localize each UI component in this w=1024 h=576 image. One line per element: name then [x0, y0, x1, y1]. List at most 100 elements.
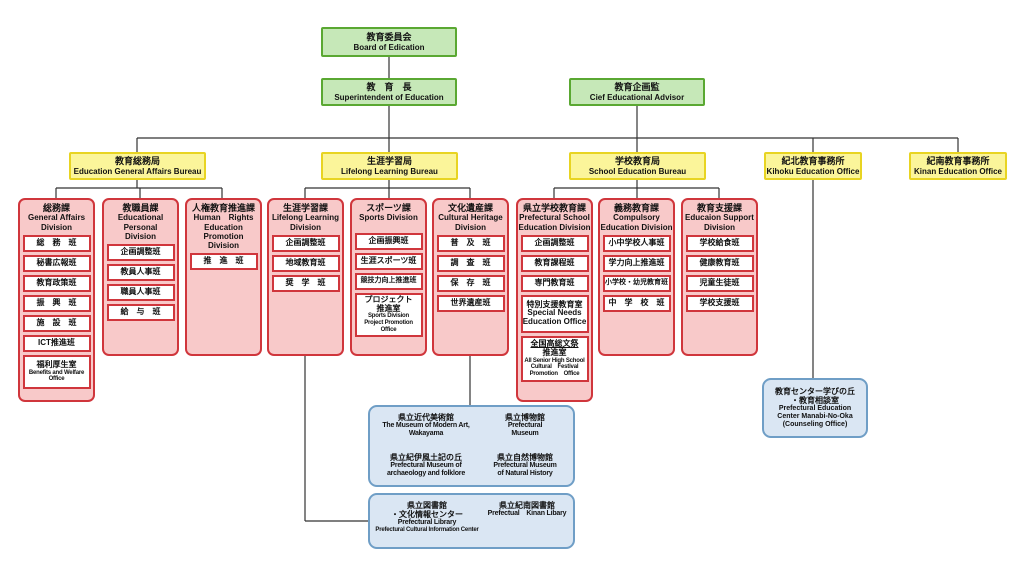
compulsory-education-division-box: 義務教育課 Compulsory Education Division 小中学校…	[598, 198, 675, 356]
kii-fudoki-museum: 県立紀伊風土記の丘 Prefectural Museum of archaeol…	[374, 453, 478, 478]
office-jp-label: 推進室	[376, 303, 401, 313]
prefectural-library: 県立図書館 ・文化情報センター Prefectural Library Pref…	[374, 501, 480, 534]
section-box: 企画振興班	[354, 232, 423, 250]
division-jp-label: 教職員課	[122, 203, 159, 213]
section-box: 給 与 班	[106, 303, 175, 321]
office-en-label: All Senior High School	[524, 357, 585, 364]
board-of-education-box: 教育委員会 Board of Edication	[321, 27, 457, 57]
section-box: 企画調整班	[520, 234, 589, 252]
center-jp-label: 教育センター学びの丘	[775, 386, 855, 396]
division-en-label: Division	[124, 231, 157, 241]
office-jp-label: 全国高総文祭	[530, 339, 579, 349]
office-en-label: Sports Division	[367, 313, 409, 320]
advisor-en-label: Cief Educational Advisor	[589, 92, 685, 102]
office-en-label: Office	[48, 376, 65, 383]
museum-en-label: The Museum of Modern Art,	[382, 422, 470, 430]
section-box: 小中学校人事班	[602, 234, 671, 252]
museum-jp-label: 県立近代美術館	[398, 413, 454, 422]
bureau-jp-label: 紀北教育事務所	[781, 156, 845, 167]
education-center-box: 教育センター学びの丘 ・教育相談室 Prefectural Education …	[762, 378, 868, 438]
museum-en-label: Museum	[511, 430, 539, 438]
cultural-heritage-division-box: 文化遺産課 Cultural Heritage Division 普 及 班 調…	[432, 198, 509, 356]
section-box: 秘書広報班	[22, 254, 91, 272]
advisor-jp-label: 教育企画監	[614, 82, 660, 93]
section-box: 企画調整班	[271, 234, 340, 252]
section-box: 職員人事班	[106, 283, 175, 301]
section-box: 学校給食班	[685, 234, 754, 252]
section-box: 企画調整班	[106, 243, 175, 261]
section-box: 世界遺産班	[436, 294, 505, 312]
section-box: 競技力向上推進班	[354, 272, 423, 290]
division-jp-label: 生涯学習課	[282, 203, 328, 213]
division-jp-label: 義務教育課	[613, 203, 659, 213]
office-jp-label: 特別支援教育室	[526, 299, 583, 309]
bureau-jp-label: 生涯学習局	[366, 156, 412, 167]
museum-en-label: Prefectural Museum	[493, 462, 557, 470]
library-en-label: Prefectural Library	[397, 519, 457, 527]
office-en-label: Special Needs	[527, 308, 582, 318]
section-box: 教育課程班	[520, 254, 589, 272]
museum-en-label: Wakayama	[408, 430, 444, 438]
section-box: 学校支援班	[685, 294, 754, 312]
section-box: ICT推進班	[22, 334, 91, 352]
educational-personnel-division-box: 教職員課 Educational Personal Division 企画調整班…	[102, 198, 179, 356]
prefectural-museum: 県立博物館 Prefectural Museum	[480, 413, 570, 438]
prefectural-library-box: 県立図書館 ・文化情報センター Prefectural Library Pref…	[368, 493, 575, 549]
office-en-label: Project Promotion Office	[364, 320, 413, 333]
section-box: 推 進 班	[189, 253, 258, 271]
section-box: 保 存 班	[436, 274, 505, 292]
school-education-bureau-box: 学校教育局 School Education Bureau	[569, 152, 706, 180]
natural-history-museum: 県立自然博物館 Prefectural Museum of Natural Hi…	[480, 453, 570, 478]
kinan-library: 県立紀南図書館 Prefectual Kinan Libary	[482, 501, 572, 518]
section-box: 普 及 班	[436, 234, 505, 252]
office-en-label: Promotion Office	[529, 370, 580, 377]
section-box: 調 査 班	[436, 254, 505, 272]
office-en-label: Education Office	[522, 317, 587, 327]
museum-en-label: of Natural History	[497, 470, 553, 478]
section-box: 施 設 班	[22, 314, 91, 332]
prefectural-museums-box: 県立近代美術館 The Museum of Modern Art, Wakaya…	[368, 405, 575, 487]
project-promotion-office-box: プロジェクト 推進室 Sports Division Project Promo…	[354, 292, 423, 337]
center-en-label: (Counseling Office)	[782, 421, 848, 429]
section-box: 教員人事班	[106, 263, 175, 281]
bureau-en-label: Education General Affairs Bureau	[73, 166, 202, 176]
library-jp-label: 県立紀南図書館	[499, 501, 555, 510]
division-en-label: Education	[204, 222, 243, 232]
division-en-label: Division	[289, 222, 322, 232]
superintendent-en-label: Superintendent of Education	[334, 92, 444, 102]
kihoku-office-box: 紀北教育事務所 Kihoku Education Office	[764, 152, 862, 180]
division-jp-label: スポーツ課	[366, 203, 411, 213]
division-en-label: Division	[40, 222, 73, 232]
section-box: 中 学 校 班	[602, 294, 671, 312]
division-en-label: Education Division	[600, 222, 673, 232]
division-en-label: Educational Personal	[117, 213, 164, 232]
general-affairs-bureau-box: 教育総務局 Education General Affairs Bureau	[69, 152, 206, 180]
section-box: 児童生徒班	[685, 274, 754, 292]
division-en-label: Educaion Support	[685, 213, 754, 223]
special-needs-office-box: 特別支援教育室 Special Needs Education Office	[520, 294, 589, 333]
division-en-label: Human Rights	[193, 213, 254, 223]
section-box: 小学校・幼児教育班	[602, 274, 671, 292]
division-jp-label: 人権教育推進課	[191, 203, 255, 213]
museum-jp-label: 県立紀伊風土記の丘	[390, 453, 462, 462]
division-en-label: Promotion Division	[203, 231, 244, 250]
museum-en-label: Prefectural	[507, 422, 543, 430]
bureau-jp-label: 紀南教育事務所	[926, 156, 990, 167]
bureau-jp-label: 学校教育局	[614, 156, 660, 167]
division-en-label: Sports Division	[359, 213, 418, 223]
division-jp-label: 県立学校教育課	[522, 203, 586, 213]
division-en-label: Cultural Heritage	[438, 213, 503, 223]
cultural-festival-office-box: 全国高総文祭 推進室 All Senior High School Cultur…	[520, 335, 589, 382]
bureau-en-label: School Education Bureau	[588, 166, 687, 176]
library-en-label: Prefectual Kinan Libary	[487, 510, 567, 518]
lifelong-learning-division-box: 生涯学習課 Lifelong Learning Division 企画調整班 地…	[267, 198, 344, 356]
center-en-label: Center Manabi-No-Oka	[777, 413, 853, 421]
bureau-en-label: Lifelong Learning Bureau	[341, 166, 438, 176]
section-box: 振 興 班	[22, 294, 91, 312]
office-jp-label: プロジェクト	[364, 294, 413, 304]
board-jp-label: 教育委員会	[366, 32, 412, 43]
general-affairs-division-box: 総務課 General Affairs Division 総 務 班 秘書広報班…	[18, 198, 95, 402]
library-jp-label: 県立図書館	[407, 501, 447, 510]
section-box: 地域教育班	[271, 254, 340, 272]
division-en-label: Prefectural School	[519, 213, 590, 223]
